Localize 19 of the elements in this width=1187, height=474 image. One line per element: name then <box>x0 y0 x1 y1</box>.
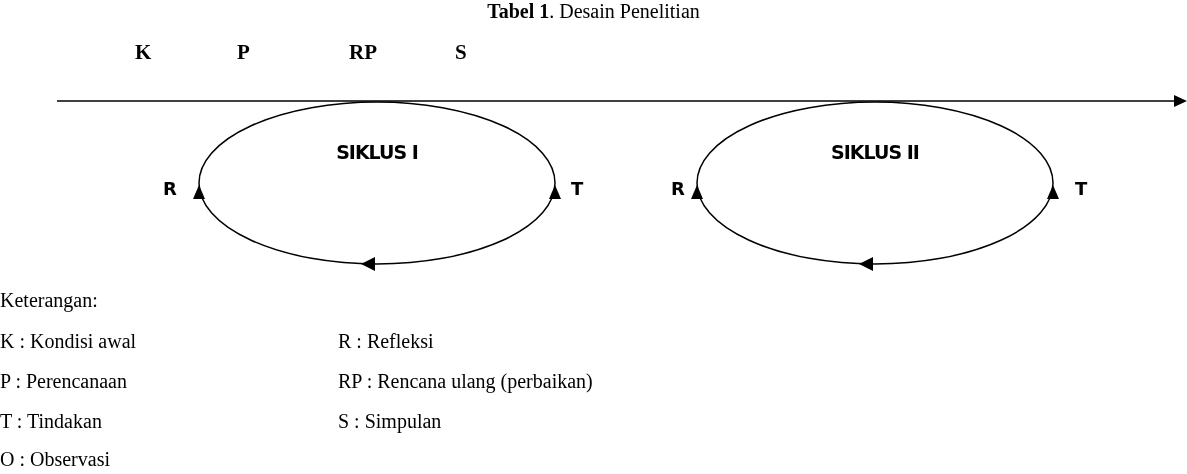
stage-label: S <box>455 40 467 65</box>
legend-entry: T : Tindakan <box>0 410 102 433</box>
legend-heading: Keterangan: <box>0 289 98 312</box>
stage-label: K <box>135 40 152 65</box>
stage-label: R <box>163 178 177 199</box>
legend-entry: RP : Rencana ulang (perbaikan) <box>338 370 593 393</box>
legend-entry: P : Perencanaan <box>0 370 127 393</box>
legend-entry: R : Refleksi <box>338 330 434 353</box>
title: Tabel 1. Desain Penelitian <box>487 0 700 22</box>
stage-label: RP <box>349 40 377 65</box>
cycle-label: SIKLUS II <box>830 141 920 163</box>
cycle-label: SIKLUS I <box>335 141 419 163</box>
legend-entry: K : Kondisi awal <box>0 330 137 353</box>
stage-label: P <box>237 40 250 65</box>
stage-label: T <box>571 178 584 199</box>
legend-entry: S : Simpulan <box>338 410 442 433</box>
stage-label: T <box>1075 178 1088 199</box>
stage-label: R <box>671 178 685 199</box>
legend-entry: O : Observasi <box>0 448 110 471</box>
